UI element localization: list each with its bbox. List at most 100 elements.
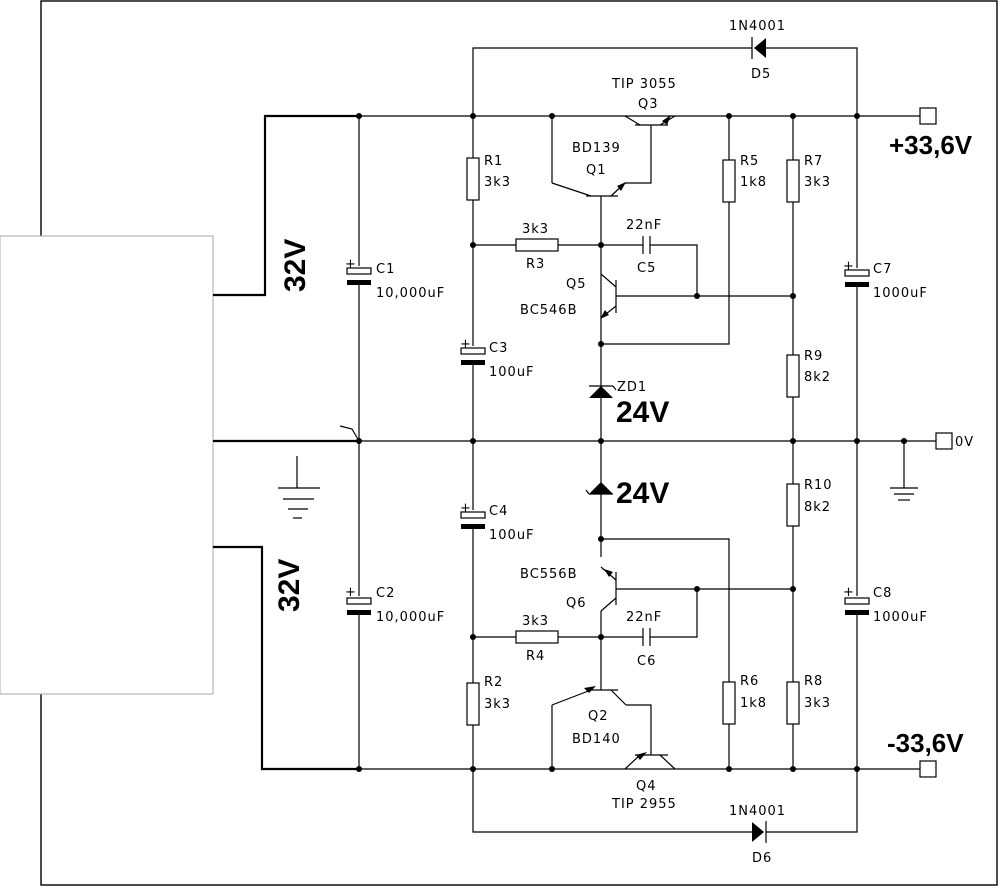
q3-ref: Q3 (638, 97, 659, 112)
r10-value: 8k2 (804, 500, 831, 515)
d6-bypass-wire (472, 769, 752, 833)
lower-winding-voltage: 32V (273, 559, 306, 612)
resistor-r4 (515, 630, 559, 644)
d5-part: 1N4001 (729, 19, 786, 34)
transistor-q6 (600, 566, 793, 612)
zero-output-terminal (935, 432, 953, 450)
transistor-q3 (624, 115, 676, 180)
output-ground-symbol (890, 487, 918, 501)
capacitor-c2 (346, 597, 372, 615)
zener-zd2 (585, 482, 613, 495)
q2-ref: Q2 (588, 709, 609, 724)
r5-ref: R5 (740, 154, 759, 169)
zener-zd1 (589, 385, 617, 398)
resistor-r9 (786, 354, 800, 398)
q4-part: TIP 2955 (611, 797, 677, 812)
c1-plus: + (345, 257, 357, 272)
r3-value: 3k3 (522, 222, 549, 237)
r9-value: 8k2 (804, 370, 831, 385)
zero-output-label: 0V (955, 435, 974, 450)
c8-value: 1000uF (873, 610, 928, 625)
r9-ref: R9 (804, 349, 823, 364)
r8-value: 3k3 (804, 696, 831, 711)
q6-part: BC556B (520, 567, 578, 582)
q1-ref: Q1 (586, 163, 607, 178)
zd2-voltage: 24V (616, 477, 669, 510)
c4-ref: C4 (489, 504, 508, 519)
zd1-voltage: 24V (616, 396, 669, 429)
transformer-box (0, 235, 214, 695)
c1-ref: C1 (376, 262, 395, 277)
capacitor-c6 (642, 628, 651, 646)
d6-ref: D6 (752, 851, 772, 866)
capacitor-c7 (844, 269, 870, 287)
capacitor-c4 (460, 511, 486, 529)
resistor-r5 (722, 159, 736, 203)
r4-ref: R4 (526, 649, 545, 664)
diode-d6 (752, 821, 767, 843)
resistor-r8 (786, 681, 800, 725)
upper-winding-voltage: 32V (279, 239, 312, 292)
q6-ref: Q6 (566, 596, 587, 611)
r2-ref: R2 (484, 675, 503, 690)
r7-ref: R7 (804, 154, 823, 169)
c3-plus: + (460, 337, 472, 352)
d6-part: 1N4001 (729, 804, 786, 819)
positive-output-label: +33,6V (889, 130, 973, 160)
resistor-r3 (515, 238, 559, 252)
c5-value: 22nF (626, 218, 662, 233)
ground-symbol (278, 456, 320, 519)
zd1-ref: ZD1 (617, 380, 647, 395)
resistor-r10 (786, 483, 800, 527)
capacitor-c1 (346, 267, 372, 285)
resistor-r7 (786, 159, 800, 203)
transistor-q4 (624, 752, 676, 770)
c3-value: 100uF (489, 365, 535, 380)
r6-ref: R6 (740, 674, 759, 689)
c2-plus: + (345, 585, 357, 600)
transistor-q2 (551, 686, 627, 706)
c8-ref: C8 (873, 586, 892, 601)
r2-value: 3k3 (484, 697, 511, 712)
negative-output-label: -33,6V (887, 728, 964, 758)
r3-ref: R3 (526, 257, 545, 272)
r5-value: 1k8 (740, 175, 767, 190)
c4-plus: + (460, 501, 472, 516)
c8-plus: + (843, 585, 855, 600)
c7-ref: C7 (873, 262, 892, 277)
r4-value: 3k3 (522, 614, 549, 629)
r6-value: 1k8 (740, 696, 767, 711)
q3-part: TIP 3055 (611, 77, 677, 92)
d5-ref: D5 (751, 67, 771, 82)
c1-value: 10,000uF (376, 286, 445, 301)
r10-ref: R10 (804, 478, 833, 493)
q5-part: BC546B (520, 303, 578, 318)
junction-dots (356, 113, 907, 772)
q4-ref: Q4 (636, 779, 657, 794)
capacitor-c3 (460, 347, 486, 365)
c5-ref: C5 (637, 261, 656, 276)
c7-plus: + (843, 259, 855, 274)
c4-value: 100uF (489, 528, 535, 543)
c6-ref: C6 (637, 654, 656, 669)
r8-ref: R8 (804, 674, 823, 689)
center-tap-mark (339, 425, 360, 442)
transformer-lower-lead (213, 545, 359, 771)
negative-output-terminal (919, 760, 937, 778)
diode-d5 (751, 37, 766, 59)
c7-value: 1000uF (873, 286, 928, 301)
resistor-r1 (466, 157, 480, 201)
c2-ref: C2 (376, 586, 395, 601)
c6-value: 22nF (626, 610, 662, 625)
r1-ref: R1 (484, 154, 503, 169)
positive-output-terminal (919, 107, 937, 125)
transformer-upper-lead (213, 114, 359, 297)
capacitor-c5 (642, 236, 651, 254)
capacitor-c8 (844, 597, 870, 615)
r1-value: 3k3 (484, 175, 511, 190)
r7-value: 3k3 (804, 175, 831, 190)
q1-part: BD139 (572, 141, 621, 156)
resistor-r6 (722, 681, 736, 725)
transistor-q5 (600, 273, 793, 319)
